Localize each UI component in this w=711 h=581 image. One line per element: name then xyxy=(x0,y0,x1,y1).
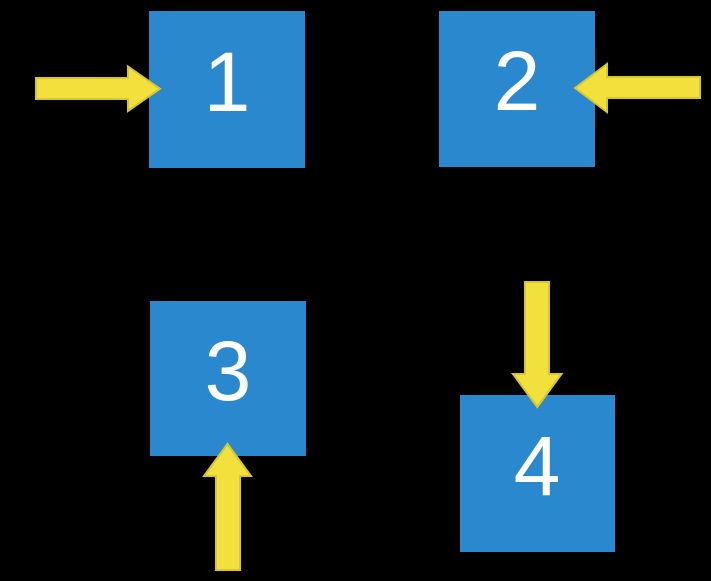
square-1-label: 1 xyxy=(204,35,251,129)
arrow-down-to-square-4 xyxy=(511,281,564,409)
square-4-label: 4 xyxy=(514,419,561,513)
arrow-left-to-square-2 xyxy=(573,62,701,114)
square-2-label: 2 xyxy=(494,34,541,128)
square-4 xyxy=(460,395,615,552)
square-1 xyxy=(149,11,305,168)
square-3 xyxy=(150,301,306,456)
arrow-up-to-square-3 xyxy=(202,442,253,571)
square-2 xyxy=(439,11,595,167)
arrow-right-to-square-1 xyxy=(35,64,162,113)
square-3-label: 3 xyxy=(205,324,252,418)
